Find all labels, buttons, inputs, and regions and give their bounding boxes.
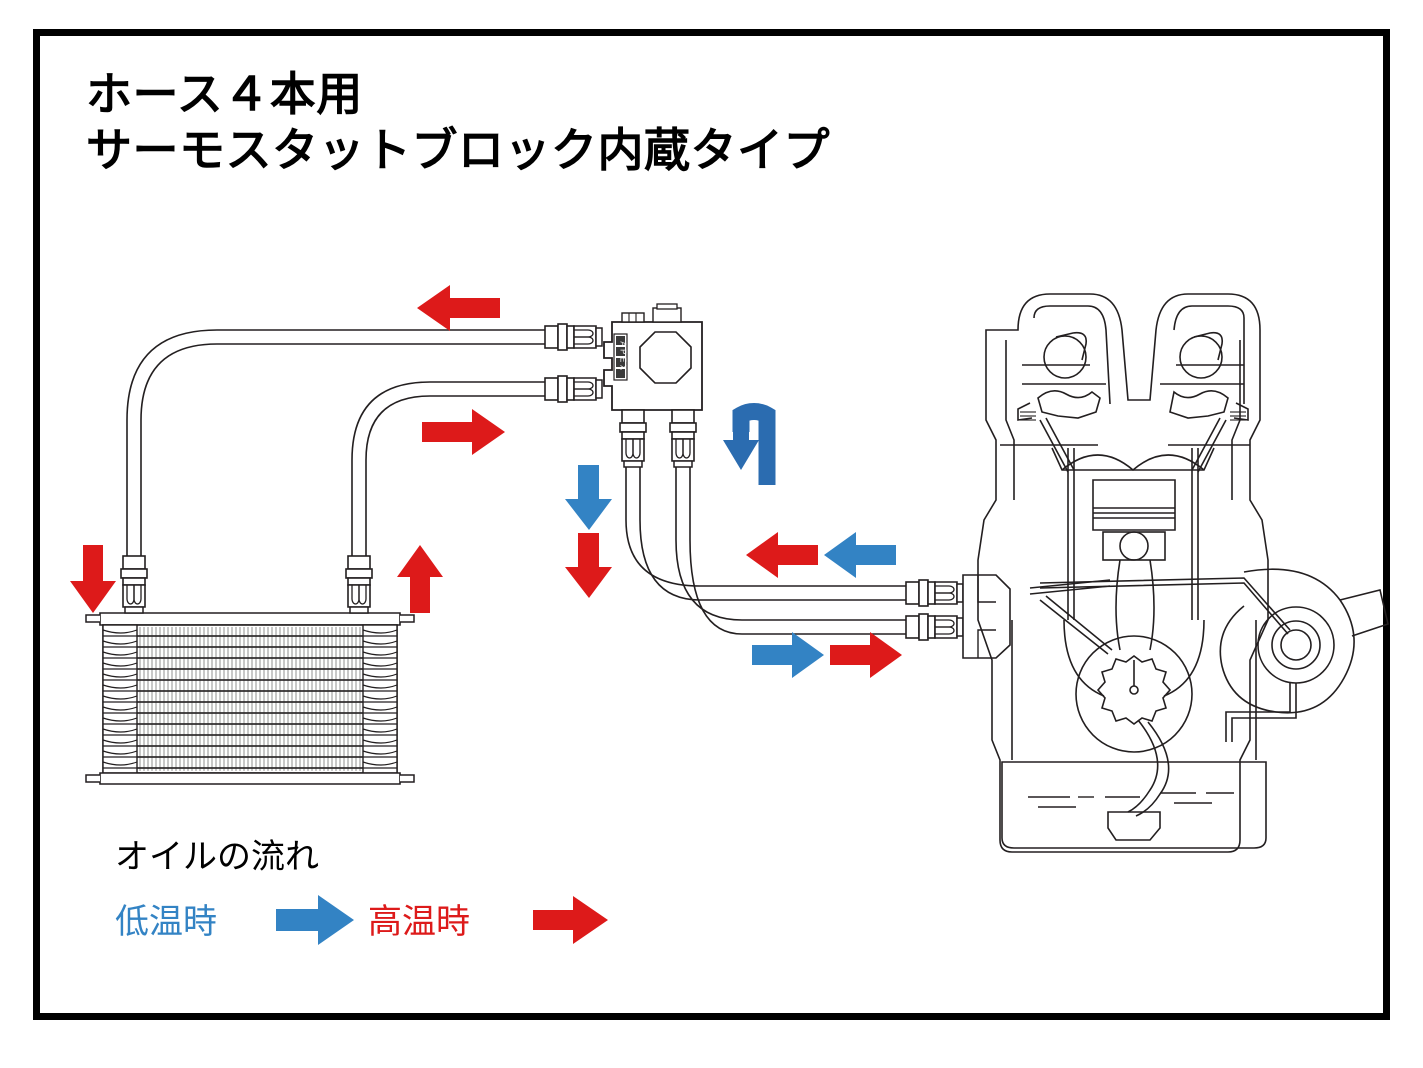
arrow-return-blue-left [824, 532, 896, 578]
fitting-block-lower-port-2 [669, 409, 697, 468]
arrow-bypass-uturn [723, 403, 776, 485]
thermostat-block-brand: APEX [619, 341, 628, 372]
fitting-block-upper-left [544, 323, 603, 351]
title-line-1: ホース４本用 [86, 68, 363, 120]
fitting-block-lower-port-1 [619, 409, 647, 468]
legend-low-temp-label: 低温時 [115, 903, 217, 941]
thermostat-block: APEX [603, 303, 703, 411]
arrow-block-down-blue [565, 465, 612, 530]
legend-high-temp-label: 高温時 [368, 903, 470, 941]
legend-heading: オイルの流れ [115, 838, 319, 876]
fitting-engine-lower [905, 613, 964, 641]
title-line-2: サーモスタットブロック内蔵タイプ [86, 124, 830, 176]
legend-low-temp-arrow-icon [276, 895, 354, 945]
oil-cooler [85, 612, 415, 785]
arrow-return-red-left [746, 532, 818, 578]
arrow-cooler-outlet-up [397, 545, 443, 613]
hose-block-to-engine-upper [625, 467, 906, 601]
arrow-cooler-inlet-down [70, 545, 116, 613]
hose-block-to-engine-lower [675, 467, 906, 635]
fitting-block-lower-left [544, 375, 603, 403]
legend-high-temp-arrow-icon [533, 896, 608, 944]
legend: オイルの流れ 低温時 高温時 [115, 838, 608, 945]
arrow-second-hose-right [422, 409, 505, 455]
fitting-engine-upper [905, 579, 964, 607]
fitting-cooler-inlet [120, 555, 148, 614]
hose-cooler-inlet [126, 329, 553, 556]
arrow-feed-blue-right [752, 632, 824, 678]
fitting-cooler-outlet [345, 555, 373, 614]
arrow-top-hose-left [417, 285, 500, 331]
arrow-feed-red-right [830, 632, 902, 678]
arrow-block-down-red [565, 533, 612, 598]
engine-cross-section [977, 293, 1291, 853]
turbocharger [1219, 568, 1389, 742]
frame-border [33, 29, 1390, 1020]
hose-cooler-outlet [351, 381, 553, 556]
